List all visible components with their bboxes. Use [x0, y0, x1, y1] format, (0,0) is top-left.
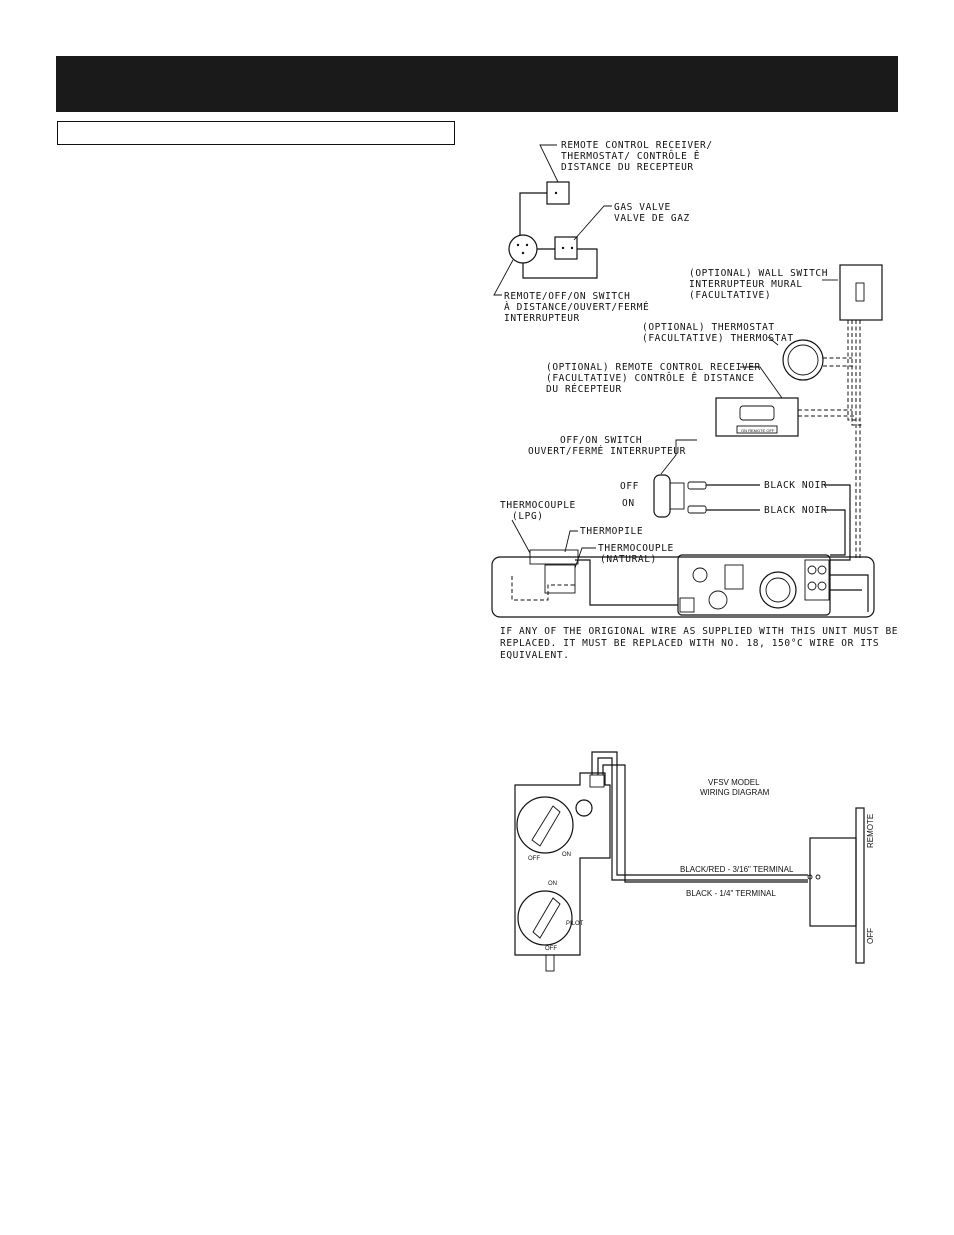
svg-text:PILOT: PILOT [566, 921, 584, 927]
wall-switch [839, 264, 883, 321]
header-bar [56, 56, 898, 112]
vfsv-remote-switch [809, 837, 857, 927]
receiver-box [546, 181, 570, 205]
remote-switch-circle [508, 234, 538, 264]
svg-text:THERMOCOUPLE(LPG): THERMOCOUPLE(LPG) [500, 500, 576, 522]
diagram-remote-schematic: REMOTE CONTROL RECEIVER/THERMOSTAT/ CONT… [493, 140, 713, 324]
off-on-switch [653, 474, 671, 518]
svg-text:BLACK/RED - 3/16" TERMINAL: BLACK/RED - 3/16" TERMINAL [680, 865, 794, 874]
gas-valve-body [677, 554, 831, 616]
svg-text:WIRING DIAGRAM: WIRING DIAGRAM [700, 788, 770, 797]
svg-text:OFF: OFF [545, 946, 557, 952]
svg-text:THERMOPILE: THERMOPILE [580, 526, 643, 537]
remote-receiver [715, 397, 799, 437]
svg-text:IF ANY OF THE ORIGIONAL WIRE A: IF ANY OF THE ORIGIONAL WIRE AS SUPPLIED… [500, 626, 898, 661]
svg-text:OFF: OFF [528, 856, 540, 862]
knob-lower [517, 890, 573, 946]
svg-text:REMOTE: REMOTE [866, 814, 875, 848]
vfsv-valve-body [514, 772, 611, 956]
valve-knob [759, 571, 797, 609]
svg-text:ON REMOTE OFF: ON REMOTE OFF [741, 428, 775, 433]
section-heading-box [57, 121, 455, 145]
knob-upper [516, 796, 574, 854]
svg-text:ON: ON [548, 881, 557, 887]
svg-text:OFF: OFF [620, 481, 639, 492]
thermostat [782, 339, 824, 381]
svg-text:BLACK - 1/4" TERMINAL: BLACK - 1/4" TERMINAL [686, 889, 776, 898]
svg-text:VFSV MODEL: VFSV MODEL [708, 778, 760, 787]
svg-text:BLACK NOIR: BLACK NOIR [764, 505, 827, 516]
svg-text:(OPTIONAL) THERMOSTAT(FACULTAT: (OPTIONAL) THERMOSTAT(FACULTATIVE) THERM… [642, 322, 794, 344]
svg-text:BLACK NOIR: BLACK NOIR [764, 480, 827, 491]
svg-text:ON: ON [622, 498, 635, 509]
svg-text:THERMOCOUPLE(NATURAL): THERMOCOUPLE(NATURAL) [598, 543, 674, 565]
gas-valve-box [554, 236, 578, 260]
svg-text:(OPTIONAL) REMOTE CONTROL RECE: (OPTIONAL) REMOTE CONTROL RECEIVER(FACUL… [546, 362, 761, 395]
svg-text:ON: ON [562, 852, 571, 858]
svg-text:OFF: OFF [866, 928, 875, 944]
diagram-vfsv-wiring: OFF ON ON PILOT OFF VFSV MODEL WIRING DI… [514, 751, 875, 972]
svg-text:REMOTE CONTROL RECEIVER/THERMO: REMOTE CONTROL RECEIVER/THERMOSTAT/ CONT… [561, 140, 713, 173]
